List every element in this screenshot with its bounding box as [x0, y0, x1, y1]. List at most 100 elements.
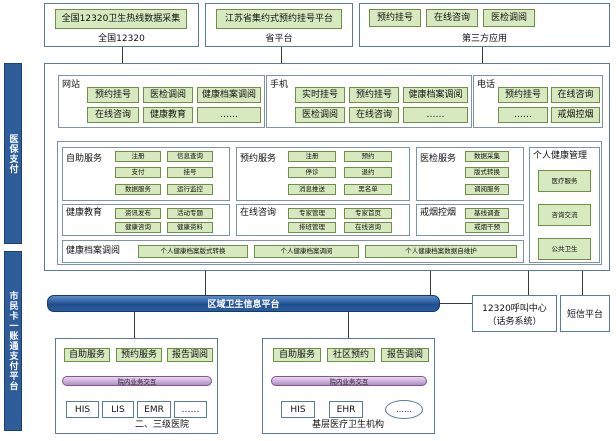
mobile-consult-button[interactable]: 在线咨询	[349, 107, 399, 123]
phone-smoking-button[interactable]: 戒烟控烟	[551, 107, 600, 123]
appointment-label: 预约服务	[240, 154, 277, 164]
connector-line	[134, 312, 135, 338]
self-register-button[interactable]: 注册	[115, 151, 161, 162]
call-center-line2: （话务系统）	[487, 316, 542, 327]
self-payment-button[interactable]: 支付	[115, 167, 161, 178]
edu-consult-button[interactable]: 健康咨询	[115, 222, 161, 233]
health-edu-module: 健康教育 资讯发布 活动专题 健康咨询 健康资料	[62, 204, 230, 236]
appt-blacklist-button[interactable]: 黑名单	[344, 184, 392, 195]
tertiary-his-system[interactable]: HIS	[66, 401, 99, 418]
consult-online-button[interactable]: 在线咨询	[344, 222, 392, 233]
appt-book-button[interactable]: 预约	[344, 151, 392, 162]
tertiary-emr-system[interactable]: EMR	[137, 401, 171, 418]
lab-service-label: 医检服务	[420, 154, 457, 164]
third-party-lab-button[interactable]: 医检调阅	[483, 9, 535, 27]
call-center-box: 12320呼叫中心 （话务系统）	[472, 295, 557, 332]
health-records-module: 健康档案调阅 个人健康档案版式转换 个人健康档案调阅 个人健康档案数据自维护	[62, 240, 524, 263]
online-consult-module: 在线咨询 专家管理 专家首页 排班管理 在线咨询	[236, 204, 410, 236]
mobile-records-button[interactable]: 健康档案调阅	[403, 87, 468, 103]
records-view-button[interactable]: 个人健康档案调阅	[254, 245, 359, 258]
mobile-lab-button[interactable]: 医检调阅	[295, 107, 345, 123]
smoking-control-label: 戒烟控烟	[420, 208, 457, 218]
tertiary-appointment-button[interactable]: 预约服务	[116, 348, 162, 362]
mobile-label: 手机	[270, 80, 289, 90]
service-modules-area: 自助服务 注册 信息查询 支付 挂号 数据服务 运行监控 预约服务 注册 预约 …	[57, 141, 602, 265]
connector-line	[528, 271, 529, 303]
primary-care-caption: 基层医疗卫生机构	[311, 420, 384, 430]
mobile-channel-group: 手机 实时挂号 预约挂号 健康档案调阅 医检调阅 在线咨询 ……	[266, 75, 472, 128]
lab-view-button[interactable]: 调阅服务	[465, 184, 509, 195]
personal-public-health-button[interactable]: 公共卫生	[538, 238, 591, 260]
smoking-baseline-button[interactable]: 基线调查	[465, 208, 509, 219]
connector-line	[205, 271, 206, 295]
edu-news-button[interactable]: 资讯发布	[115, 208, 161, 219]
phone-label: 电话	[477, 80, 496, 90]
primary-ehr-system[interactable]: EHR	[329, 401, 363, 418]
personal-consult-button[interactable]: 咨询交流	[538, 204, 591, 226]
phone-channel-group: 电话 预约挂号 在线咨询 …… 戒烟控烟	[473, 75, 603, 128]
primary-more-systems[interactable]: ……	[385, 400, 423, 419]
records-format-button[interactable]: 个人健康档案版式转换	[138, 245, 248, 258]
website-consult-button[interactable]: 在线咨询	[87, 107, 139, 123]
tertiary-report-button[interactable]: 报告调阅	[167, 348, 213, 362]
sms-platform-box: 短信平台	[560, 295, 610, 332]
personal-medical-button[interactable]: 医疗服务	[538, 170, 591, 192]
mobile-realtime-booking-button[interactable]: 实时挂号	[295, 87, 345, 103]
website-booking-button[interactable]: 预约挂号	[87, 87, 139, 103]
consult-expert-home-button[interactable]: 专家首页	[344, 208, 392, 219]
lab-format-button[interactable]: 版式转换	[465, 167, 509, 178]
application-services-panel: 网站 预约挂号 医检调阅 健康档案调阅 在线咨询 健康教育 …… 手机 实时挂号…	[44, 63, 610, 271]
connector-line	[348, 312, 349, 338]
online-consult-label: 在线咨询	[240, 208, 277, 218]
connector-line	[122, 47, 123, 63]
tertiary-hospital-caption: 二、三级医院	[134, 420, 189, 430]
appt-register-button[interactable]: 注册	[288, 151, 336, 162]
call-center-line1: 12320呼叫中心	[482, 303, 547, 314]
citizen-card-payment-bar: 市民卡一账通支付平台	[4, 251, 22, 431]
appt-cancel-button[interactable]: 退约	[344, 167, 392, 178]
phone-more-button[interactable]: ……	[498, 107, 548, 123]
lab-service-module: 医检服务 数据采集 版式转换 调阅服务	[416, 147, 524, 201]
primary-report-button[interactable]: 报告调阅	[381, 348, 429, 362]
province-booking-platform-button[interactable]: 江苏省集约式预约挂号平台	[216, 9, 342, 29]
smoking-intervention-button[interactable]: 戒烟干预	[465, 222, 509, 233]
self-info-query-button[interactable]: 信息查询	[167, 151, 213, 162]
consult-expert-mgmt-button[interactable]: 专家管理	[288, 208, 336, 219]
phone-booking-button[interactable]: 预约挂号	[498, 87, 548, 103]
primary-his-system[interactable]: HIS	[281, 401, 315, 418]
primary-community-booking-button[interactable]: 社区预约	[327, 348, 375, 362]
edu-materials-button[interactable]: 健康资料	[167, 222, 213, 233]
tertiary-self-service-button[interactable]: 自助服务	[64, 348, 110, 362]
primary-self-service-button[interactable]: 自助服务	[273, 348, 321, 362]
appt-push-button[interactable]: 消息推送	[288, 184, 336, 195]
third-party-apps-box: 预约挂号 在线咨询 医检调阅 第三方应用	[359, 3, 610, 47]
third-party-consult-button[interactable]: 在线咨询	[426, 9, 478, 27]
regional-health-platform-bus: 区域卫生信息平台	[47, 295, 440, 312]
appt-suspend-button[interactable]: 停诊	[288, 167, 336, 178]
self-booking-button[interactable]: 挂号	[167, 167, 213, 178]
connector-line	[430, 271, 431, 295]
phone-consult-button[interactable]: 在线咨询	[551, 87, 600, 103]
tertiary-lis-system[interactable]: LIS	[102, 401, 134, 418]
mobile-booking-button[interactable]: 预约挂号	[349, 87, 399, 103]
lab-collection-button[interactable]: 数据采集	[465, 151, 509, 162]
self-monitoring-button[interactable]: 运行监控	[167, 184, 213, 195]
consult-schedule-button[interactable]: 排班管理	[288, 222, 336, 233]
website-health-edu-button[interactable]: 健康教育	[143, 107, 193, 123]
insurance-payment-bar: 医保支付	[4, 63, 22, 244]
province-platform-box: 江苏省集约式预约挂号平台 省平台	[205, 3, 353, 47]
tertiary-more-systems[interactable]: ……	[174, 401, 207, 418]
personal-health-label: 个人健康管理	[533, 151, 588, 161]
records-self-maintain-button[interactable]: 个人健康档案数据自维护	[365, 245, 517, 258]
website-more-button[interactable]: ……	[197, 107, 261, 123]
primary-internal-bus: 院内业务交互	[271, 376, 427, 386]
third-party-booking-button[interactable]: 预约挂号	[369, 9, 421, 27]
national-data-collection-button[interactable]: 全国12320卫生热线数据采集	[55, 9, 187, 29]
edu-activity-button[interactable]: 活动专题	[167, 208, 213, 219]
connector-line	[582, 271, 583, 295]
website-lab-button[interactable]: 医检调阅	[143, 87, 193, 103]
national-12320-box: 全国12320卫生热线数据采集 全国12320	[44, 3, 199, 47]
self-data-service-button[interactable]: 数据服务	[115, 184, 161, 195]
mobile-more-button[interactable]: ……	[403, 107, 468, 123]
website-records-button[interactable]: 健康档案调阅	[197, 87, 261, 103]
